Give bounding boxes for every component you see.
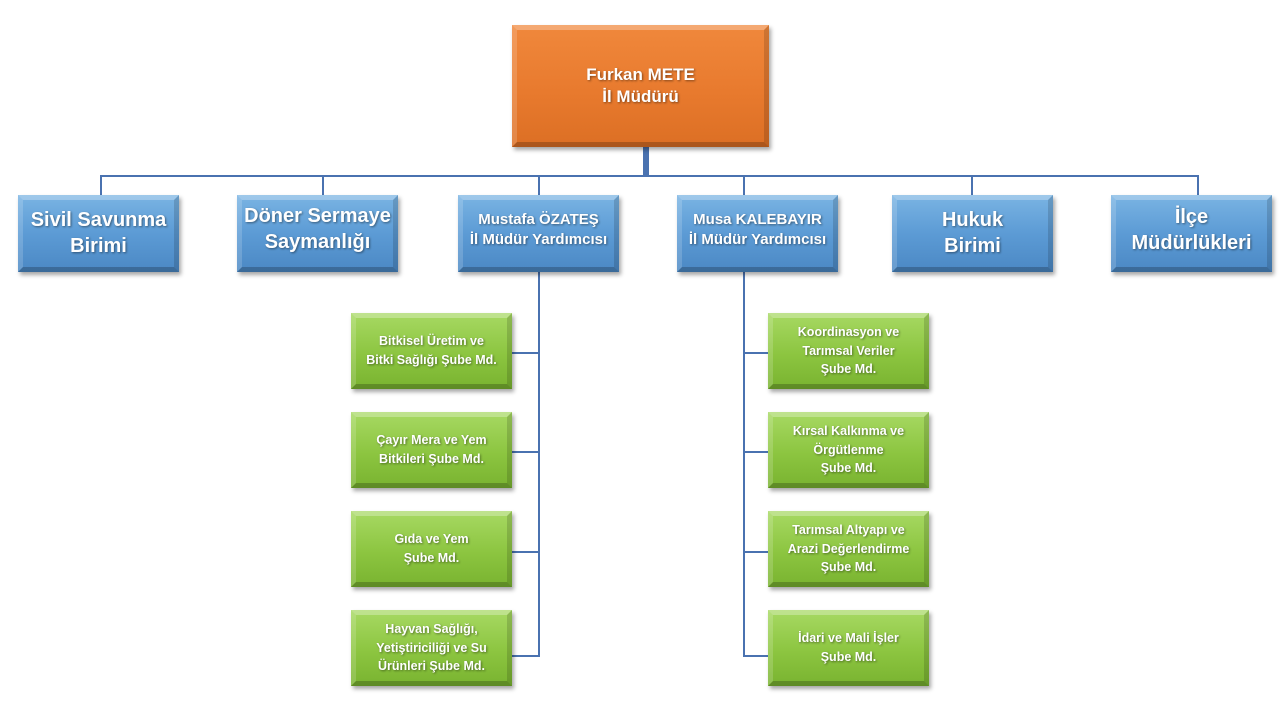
unit-hayvan-sagligi: Hayvan Sağlığı, Yetiştiriciliği ve Su Ür… [351, 610, 512, 686]
ozates-branch-1 [511, 352, 540, 354]
unit-gida-yem: Gıda ve Yem Şube Md. [351, 511, 512, 587]
node-label: Furkan METE İl Müdürü [586, 65, 695, 106]
ozates-branch-2 [511, 451, 540, 453]
ozates-spine [538, 272, 540, 657]
unit-idari-mali: İdari ve Mali İşler Şube Md. [768, 610, 929, 686]
node-label: Sivil Savunma Birimi [30, 208, 167, 257]
kalebayir-branch-1 [743, 352, 769, 354]
node-label: Mustafa ÖZATEŞ İl Müdür Yardımcısı [469, 211, 608, 248]
ozates-branch-3 [511, 551, 540, 553]
drop-doner [322, 175, 324, 195]
node-label: Tarımsal Altyapı ve Arazi Değerlendirme … [787, 522, 910, 575]
unit-bitkisel-uretim: Bitkisel Üretim ve Bitki Sağlığı Şube Md… [351, 313, 512, 389]
node-hukuk-birimi: Hukuk Birimi [892, 195, 1053, 272]
node-label: İdari ve Mali İşler Şube Md. [798, 631, 899, 664]
root-connector [643, 147, 649, 176]
node-ilce-mudurlukleri: İlçe Müdürlükleri [1111, 195, 1272, 272]
node-musa-kalebayir: Musa KALEBAYIR İl Müdür Yardımcısı [677, 195, 838, 272]
unit-tarimsal-altyapi: Tarımsal Altyapı ve Arazi Değerlendirme … [768, 511, 929, 587]
kalebayir-spine [743, 272, 745, 657]
unit-cayir-mera: Çayır Mera ve Yem Bitkileri Şube Md. [351, 412, 512, 488]
node-mustafa-ozates: Mustafa ÖZATEŞ İl Müdür Yardımcısı [458, 195, 619, 272]
node-label: Çayır Mera ve Yem Bitkileri Şube Md. [376, 433, 487, 466]
ozates-branch-4 [511, 655, 540, 657]
kalebayir-branch-4 [743, 655, 769, 657]
drop-hukuk [971, 175, 973, 195]
drop-ilce [1197, 175, 1199, 195]
node-label: Koordinasyon ve Tarımsal Veriler Şube Md… [797, 324, 900, 377]
kalebayir-branch-2 [743, 451, 769, 453]
node-il-muduru: Furkan METE İl Müdürü [512, 25, 769, 147]
node-label: Gıda ve Yem Şube Md. [394, 532, 469, 565]
node-label: Hukuk Birimi [941, 208, 1004, 257]
node-sivil-savunma: Sivil Savunma Birimi [18, 195, 179, 272]
level1-bus [100, 175, 1199, 177]
drop-kalebayir [743, 175, 745, 195]
node-doner-sermaye: Döner Sermaye Saymanlığı [237, 195, 398, 272]
unit-kirsal-kalkinma: Kırsal Kalkınma ve Örgütlenme Şube Md. [768, 412, 929, 488]
node-label: Hayvan Sağlığı, Yetiştiriciliği ve Su Ür… [376, 621, 487, 674]
node-label: Musa KALEBAYIR İl Müdür Yardımcısı [688, 211, 827, 248]
node-label: Döner Sermaye Saymanlığı [244, 204, 391, 253]
drop-sivil [100, 175, 102, 195]
node-label: Kırsal Kalkınma ve Örgütlenme Şube Md. [792, 423, 905, 476]
node-label: Bitkisel Üretim ve Bitki Sağlığı Şube Md… [366, 334, 497, 367]
node-label: İlçe Müdürlükleri [1131, 205, 1252, 254]
unit-koordinasyon: Koordinasyon ve Tarımsal Veriler Şube Md… [768, 313, 929, 389]
drop-ozates [538, 175, 540, 195]
kalebayir-branch-3 [743, 551, 769, 553]
